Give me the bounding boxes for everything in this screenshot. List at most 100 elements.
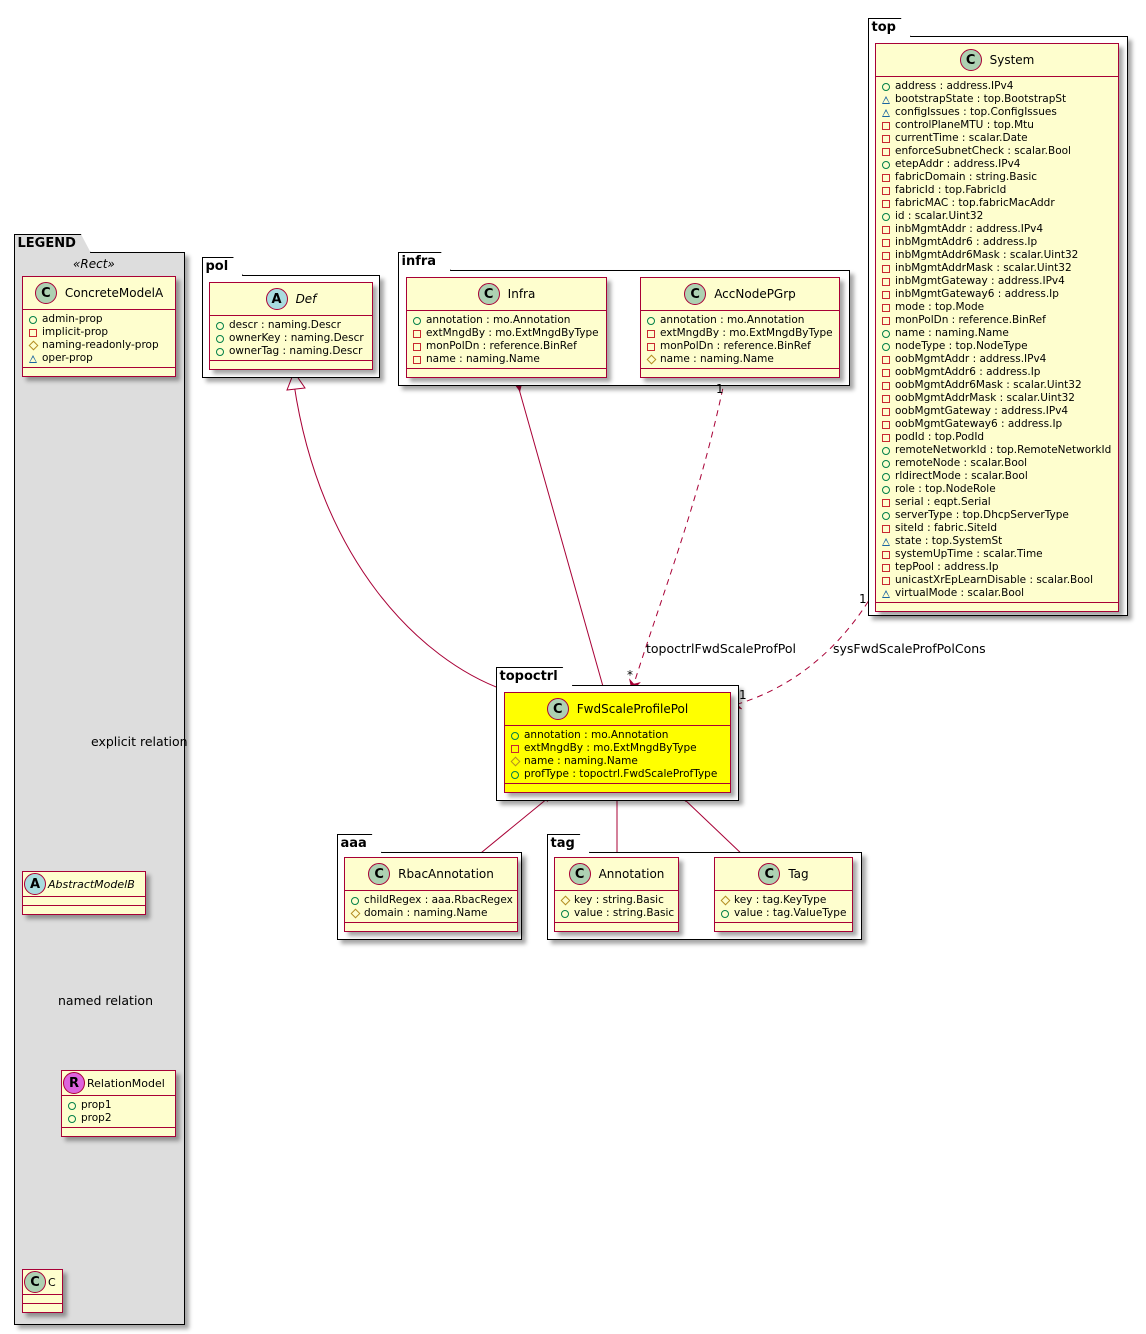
system-src-multiplicity: 1 (859, 592, 867, 606)
attribute-text: inbMgmtAddr : address.IPv4 (895, 223, 1044, 235)
public-visibility-icon (68, 1101, 79, 1110)
private-visibility-icon (882, 251, 893, 260)
attribute-text: annotation : mo.Annotation (660, 314, 805, 326)
attribute-row: extMngdBy : mo.ExtMngdByType (511, 742, 724, 755)
attribute-text: inbMgmtAddrMask : scalar.Uint32 (895, 262, 1072, 274)
public-visibility-icon (216, 334, 227, 343)
package-legend: LEGEND «Rect» (14, 252, 185, 1325)
system-relation-label: sysFwdScaleProfPolCons (833, 641, 986, 656)
method-list (407, 369, 606, 377)
attribute-text: domain : naming.Name (364, 907, 488, 919)
private-visibility-icon (29, 328, 40, 337)
private-visibility-icon (882, 550, 893, 559)
attribute-text: key : tag.KeyType (734, 894, 827, 906)
protected-visibility-icon (28, 340, 40, 351)
package-tab: LEGEND (14, 234, 91, 253)
package-tab: tag (547, 834, 590, 853)
attribute-row: inbMgmtGateway6 : address.Ip (882, 288, 1112, 301)
attribute-row: enforceSubnetCheck : scalar.Bool (882, 145, 1112, 158)
method-list (715, 923, 852, 931)
attribute-text: bootstrapState : top.BootstrapSt (895, 93, 1067, 105)
attribute-row: inbMgmtAddr6 : address.Ip (882, 236, 1112, 249)
attribute-row: etepAddr : address.IPv4 (882, 158, 1112, 171)
class-rbac-annotation[interactable]: C RbacAnnotation childRegex : aaa.RbacRe… (344, 857, 518, 932)
class-header: C Infra (407, 278, 606, 311)
attribute-text: inbMgmtGateway6 : address.Ip (895, 288, 1059, 300)
attribute-row: bootstrapState : top.BootstrapSt (882, 93, 1112, 106)
attribute-row: oobMgmtAddrMask : scalar.Uint32 (882, 392, 1112, 405)
class-header: C AccNodePGrp (641, 278, 839, 311)
class-name: System (989, 53, 1035, 67)
attribute-text: nodeType : top.NodeType (895, 340, 1028, 352)
class-acc-node-p-grp[interactable]: C AccNodePGrp annotation : mo.Annotation… (640, 277, 840, 378)
attribute-text: implicit-prop (42, 326, 109, 338)
attribute-row: name : naming.Name (413, 353, 600, 366)
private-visibility-icon (511, 744, 522, 753)
attribute-row: remoteNetworkId : top.RemoteNetworkId (882, 444, 1112, 457)
class-c-icon: C (546, 698, 569, 720)
attribute-row: tepPool : address.Ip (882, 561, 1112, 574)
class-c[interactable]: C C (22, 1269, 63, 1313)
attribute-text: serial : eqpt.Serial (895, 496, 991, 508)
method-list (210, 361, 372, 369)
attribute-row: extMngdBy : mo.ExtMngdByType (647, 327, 833, 340)
abstract-a-icon: A (265, 288, 288, 310)
attribute-row: currentTime : scalar.Date (882, 132, 1112, 145)
attribute-text: etepAddr : address.IPv4 (895, 158, 1021, 170)
abstract-a-icon: A (24, 873, 46, 895)
private-visibility-icon (413, 355, 424, 364)
private-visibility-icon (882, 316, 893, 325)
class-abstract-model-b[interactable]: A AbstractModelB (22, 871, 146, 915)
attribute-row: siteId : fabric.SiteId (882, 522, 1112, 535)
attribute-row: rldirectMode : scalar.Bool (882, 470, 1112, 483)
attribute-text: podId : top.PodId (895, 431, 985, 443)
class-header: C RbacAnnotation (345, 858, 517, 891)
attribute-row: annotation : mo.Annotation (647, 314, 833, 327)
attribute-text: fabricMAC : top.fabricMacAddr (895, 197, 1055, 209)
class-c-icon: C (568, 863, 591, 885)
attribute-row: nodeType : top.NodeType (882, 340, 1112, 353)
public-visibility-icon (882, 472, 893, 481)
private-visibility-icon (647, 329, 658, 338)
attribute-text: name : naming.Name (426, 353, 540, 365)
class-name: Infra (507, 287, 536, 301)
attribute-row: value : string.Basic (561, 907, 674, 920)
class-fwd-scale-profile-pol[interactable]: C FwdScaleProfilePol annotation : mo.Ann… (504, 692, 731, 793)
attribute-row: inbMgmtAddrMask : scalar.Uint32 (882, 262, 1112, 275)
attribute-text: annotation : mo.Annotation (524, 729, 669, 741)
attribute-text: oobMgmtAddr6 : address.Ip (895, 366, 1041, 378)
attribute-row: oobMgmtAddr6 : address.Ip (882, 366, 1112, 379)
private-visibility-icon (882, 290, 893, 299)
attribute-text: descr : naming.Descr (229, 319, 341, 331)
attribute-text: admin-prop (42, 313, 103, 325)
attribute-row: name : naming.Name (882, 327, 1112, 340)
private-visibility-icon (413, 342, 424, 351)
attribute-row: oobMgmtAddr : address.IPv4 (882, 353, 1112, 366)
legend-stereotype: «Rect» (73, 257, 115, 271)
attribute-row: inbMgmtAddr : address.IPv4 (882, 223, 1112, 236)
attribute-row: virtualMode : scalar.Bool (882, 587, 1112, 600)
private-visibility-icon (647, 342, 658, 351)
attribute-row: state : top.SystemSt (882, 535, 1112, 548)
protected-visibility-icon (720, 895, 732, 906)
class-name: RbacAnnotation (398, 867, 494, 881)
private-visibility-icon (882, 498, 893, 507)
attribute-row: ownerKey : naming.Descr (216, 332, 366, 345)
attribute-text: profType : topoctrl.FwdScaleProfType (524, 768, 718, 780)
attribute-row: inbMgmtGateway : address.IPv4 (882, 275, 1112, 288)
method-list (23, 1304, 62, 1312)
attribute-row: prop1 (68, 1099, 169, 1112)
infra-composition-edge (518, 388, 605, 691)
public-visibility-icon (511, 770, 522, 779)
class-header: C FwdScaleProfilePol (505, 693, 730, 726)
class-c-icon: C (34, 282, 57, 304)
package-visibility-icon (882, 537, 893, 546)
